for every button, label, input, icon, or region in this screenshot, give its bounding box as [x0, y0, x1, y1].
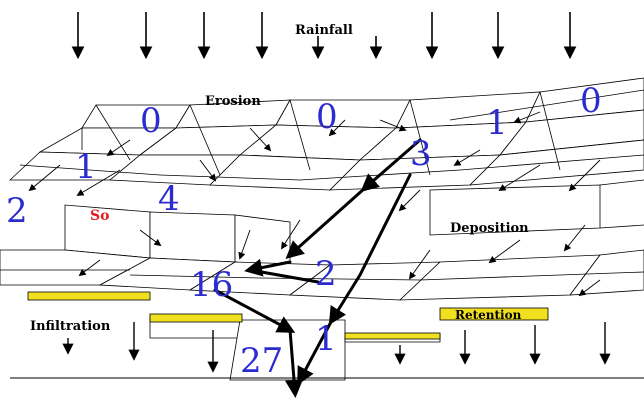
text-labels: Rainfall Erosion Deposition Infiltration…: [30, 23, 529, 334]
cell-value: 27: [240, 341, 283, 381]
yellow-bar-left: [27, 291, 151, 301]
erosion-label: Erosion: [205, 94, 261, 109]
retention-bars: [27, 291, 549, 340]
cell-value: 1: [75, 147, 97, 187]
cell-value: 0: [316, 97, 338, 137]
cell-value: 0: [580, 81, 602, 121]
so-label: So: [90, 208, 109, 224]
cell-value: 2: [6, 191, 28, 231]
yellow-bar-bottom: [344, 332, 441, 340]
cell-value: 1: [315, 319, 337, 359]
cell-value: 1: [486, 103, 508, 143]
main-flow-path: [213, 138, 422, 398]
rainfall-label: Rainfall: [295, 23, 353, 38]
infiltration-label: Infiltration: [30, 319, 111, 334]
yellow-bar-mid: [149, 313, 243, 323]
yellow-bar-retention: [439, 307, 549, 321]
cell-value: 3: [410, 134, 432, 174]
retention-label: Retention: [455, 308, 522, 322]
flow-arrows: [28, 111, 601, 297]
infiltration-arrows: [62, 322, 611, 373]
terrain-grid: [0, 77, 644, 381]
cell-value: 2: [315, 254, 337, 294]
cell-value: 4: [158, 179, 180, 219]
cell-value: 0: [140, 101, 162, 141]
cell-values: 0 0 1 0 3 1 4 2 2 16 1 27: [6, 81, 602, 381]
rainfall-arrows: [71, 12, 577, 60]
cell-value: 16: [190, 265, 233, 305]
deposition-label: Deposition: [450, 221, 529, 236]
